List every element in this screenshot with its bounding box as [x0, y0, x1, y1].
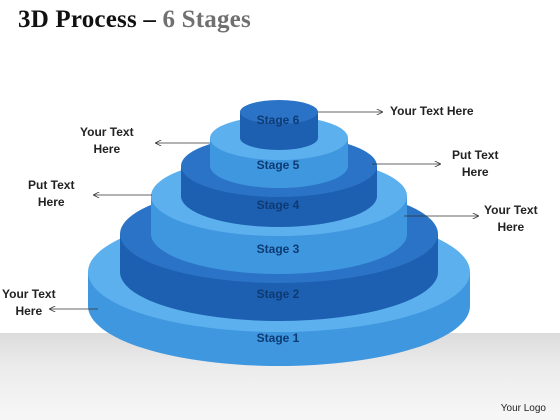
footer-logo-text: Your Logo: [500, 403, 546, 414]
callout-left-lower: Your Text Here: [2, 287, 56, 318]
stage-4-label: Stage 4: [257, 198, 300, 212]
callout-right-lower: Your Text Here: [484, 203, 538, 234]
stage-2-label: Stage 2: [257, 287, 300, 301]
callout-right-upper: Put Text Here: [452, 148, 499, 179]
callout-left-top: Your Text Here: [80, 125, 134, 156]
callout-right-top: Your Text Here: [390, 104, 474, 118]
page-title: 3D Process – 6 Stages: [18, 6, 251, 33]
stage-6-label: Stage 6: [257, 113, 300, 127]
tier-6-top: [240, 100, 318, 124]
tier-6: [240, 100, 318, 150]
stage-3-label: Stage 3: [257, 242, 300, 256]
stage-5-label: Stage 5: [257, 158, 300, 172]
callout-left-upper: Put Text Here: [28, 178, 75, 209]
stage-1-label: Stage 1: [257, 331, 300, 345]
